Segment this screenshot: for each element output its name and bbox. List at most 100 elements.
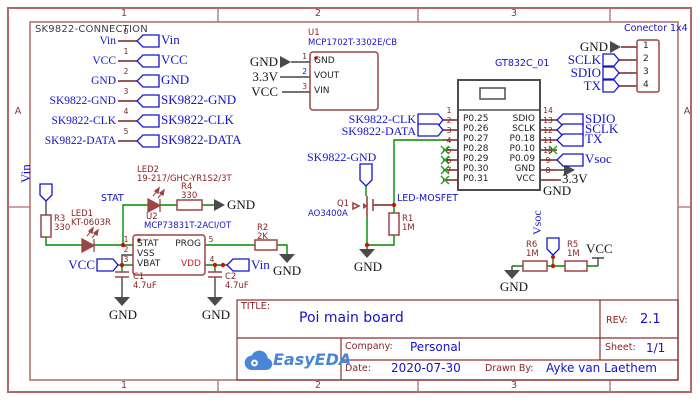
conn4-gnd-label[interactable]: GND	[579, 39, 608, 54]
sk9822-row-label[interactable]: VCC	[92, 55, 116, 67]
sk9822-net-flag-label[interactable]: VCC	[161, 52, 188, 67]
u2-pin-name: PROG	[175, 239, 201, 249]
net-flags-left[interactable]	[136, 34, 584, 272]
titleblock-sheet[interactable]: 1/1	[646, 341, 666, 355]
c1-gnd-label[interactable]: GND	[108, 307, 138, 322]
r5-value[interactable]: 1M	[567, 249, 580, 259]
r3-ref[interactable]: R3	[54, 214, 66, 224]
sk9822-row-label[interactable]: Vin	[99, 35, 116, 47]
sk9822-gnd-flag-label[interactable]: SK9822-GND	[307, 150, 377, 164]
soc-sdio-flag-label[interactable]: SDIO	[585, 111, 616, 126]
led1-symbol[interactable]	[81, 226, 99, 254]
soc-clk-flag-label[interactable]: SK9822-CLK	[348, 112, 416, 126]
u1-vcc-label[interactable]: VCC	[251, 84, 278, 99]
soc-pin-name: P0.31	[463, 174, 489, 184]
conn4-net-label[interactable]: TX	[583, 78, 601, 93]
c2-ref[interactable]: C2	[225, 272, 237, 282]
c2-gnd-label[interactable]: GND	[201, 307, 231, 322]
divider-gnd-label[interactable]: GND	[499, 279, 529, 294]
sk9822-net-flag-label[interactable]: GND	[161, 72, 190, 87]
led1-ref[interactable]: LED1	[71, 209, 94, 219]
soc-vsoc-flag-label[interactable]: Vsoc	[585, 151, 612, 166]
title-block-grid	[236, 299, 679, 381]
titleblock-company-label: Company:	[345, 341, 393, 352]
sk9822-net-flag-label[interactable]: Vin	[161, 32, 180, 47]
u1-pin-name: GND	[314, 56, 335, 66]
sk9822-row-label[interactable]: SK9822-DATA	[44, 135, 116, 147]
soc-pin-number: 2	[446, 116, 452, 125]
vin-flag-label-2[interactable]: Vin	[251, 257, 270, 272]
r3-symbol	[40, 214, 52, 238]
u2-value[interactable]: MCP73831T-2ACI/OT	[144, 221, 232, 231]
q1-value[interactable]: AO3400A	[308, 209, 348, 219]
r2-gnd-label[interactable]: GND	[273, 263, 302, 278]
soc-3v3-label[interactable]: 3.3V	[562, 171, 588, 186]
wires-gray[interactable]	[45, 61, 604, 297]
soc-tx-flag-label[interactable]: TX	[585, 131, 603, 146]
u1-3v3-label[interactable]: 3.3V	[252, 69, 278, 84]
titleblock-company[interactable]: Personal	[410, 340, 462, 354]
conn4-net-label[interactable]: SCLK	[567, 52, 601, 67]
sk9822-row-label[interactable]: SK9822-GND	[49, 95, 116, 107]
q1-gnd-label[interactable]: GND	[353, 259, 383, 274]
u1-value[interactable]: MCP1702T-3302E/CB	[308, 38, 398, 48]
titleblock-date[interactable]: 2020-07-30	[391, 361, 461, 375]
r4-gnd-label[interactable]: GND	[227, 197, 256, 212]
titleblock-title[interactable]: Poi main board	[299, 310, 404, 326]
sk9822-connection-header[interactable]: SK9822-CONNECTION	[35, 24, 148, 35]
r1-value[interactable]: 1M	[402, 223, 415, 233]
soc-sclk-flag-label[interactable]: SCLK	[585, 121, 619, 136]
r4-ref[interactable]: R4	[181, 182, 193, 192]
c1-value[interactable]: 4.7uF	[133, 281, 157, 291]
q1-ref[interactable]: Q1	[337, 199, 350, 209]
titleblock-drawn[interactable]: Ayke van Laethem	[546, 361, 657, 375]
net-flags-down[interactable]	[39, 163, 560, 256]
capacitor-symbols[interactable]	[115, 271, 222, 278]
u1-ref[interactable]: U1	[308, 28, 320, 38]
ground-symbols[interactable]	[114, 41, 621, 306]
u1-gnd-label[interactable]: GND	[249, 54, 278, 69]
led2-ref[interactable]: LED2	[137, 165, 160, 175]
sk9822-row-label[interactable]: GND	[91, 75, 116, 87]
sk9822-row-label[interactable]: SK9822-CLK	[51, 115, 116, 127]
no-connect-marks	[440, 145, 558, 185]
r4-value[interactable]: 330	[181, 191, 198, 201]
soc-data-flag-label[interactable]: SK9822-DATA	[341, 124, 416, 138]
stat-net-label[interactable]: STAT	[101, 193, 124, 204]
r6-value[interactable]: 1M	[526, 249, 539, 259]
r5-ref[interactable]: R5	[567, 240, 579, 250]
led1-value[interactable]: KT-0603R	[71, 218, 111, 228]
component-bodies[interactable]	[40, 39, 660, 276]
soc-body[interactable]	[457, 79, 541, 191]
r2-value[interactable]: 2K	[257, 232, 268, 242]
conn4-title[interactable]: Conector 1x4	[624, 23, 688, 34]
c1-ref[interactable]: C1	[133, 272, 145, 282]
conn4-net-label[interactable]: SDIO	[570, 65, 601, 80]
sk9822-net-flag-label[interactable]: SK9822-CLK	[161, 112, 234, 127]
soc-gnd-label[interactable]: GND	[543, 183, 572, 198]
u2-ref[interactable]: U2	[146, 212, 158, 222]
u2-pin-number: 5	[208, 235, 214, 244]
divider-vcc-label[interactable]: VCC	[586, 241, 613, 256]
r6-ref[interactable]: R6	[526, 240, 538, 250]
vsoc-flag-label[interactable]: Vsoc	[530, 210, 544, 235]
r1-ref[interactable]: R1	[402, 214, 414, 224]
vcc-flag-label[interactable]: VCC	[68, 257, 95, 272]
soc-pin-number: 1	[446, 106, 452, 115]
sk9822-net-flag-label[interactable]: SK9822-DATA	[161, 132, 242, 147]
led2-symbol[interactable]	[147, 186, 165, 214]
r2-ref[interactable]: R2	[257, 223, 269, 233]
r3-value[interactable]: 330	[54, 223, 71, 233]
led-mosfet-net-label[interactable]: LED-MOSFET	[397, 193, 459, 204]
led2-value[interactable]: 19-217/GHC-YR1S2/3T	[137, 174, 232, 184]
soc-pin-number: 6	[446, 156, 452, 165]
titleblock-rev[interactable]: 2.1	[640, 312, 661, 327]
c2-value[interactable]: 4.7uF	[225, 281, 249, 291]
q1-symbol[interactable]	[352, 196, 374, 218]
sk9822-net-flag-label[interactable]: SK9822-GND	[161, 92, 237, 107]
soc-ref[interactable]: GT832C_01	[495, 58, 550, 69]
conn4-pin: 3	[643, 67, 649, 77]
vin-flag-label[interactable]: Vin	[18, 164, 33, 183]
net-flags-right[interactable]	[96, 53, 620, 272]
soc-pin-name: P0.30	[463, 164, 489, 174]
